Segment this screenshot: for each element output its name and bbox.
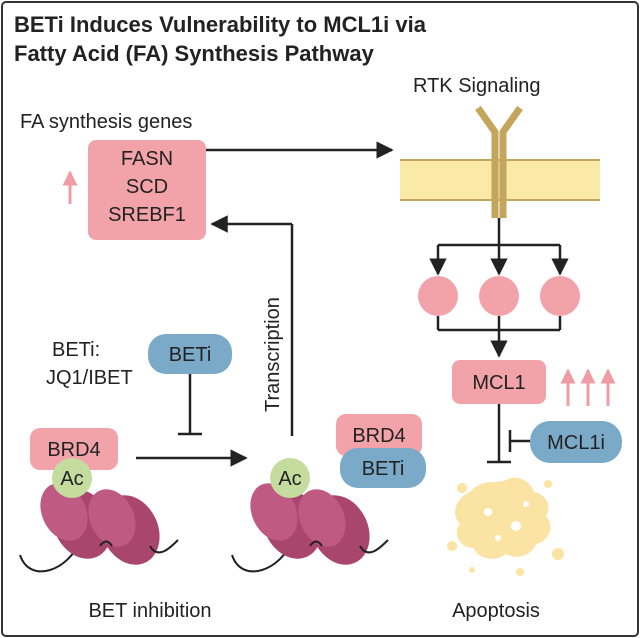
ac-left-circle bbox=[52, 458, 92, 498]
transcription-label: Transcription bbox=[262, 297, 284, 412]
ac-left-label: Ac bbox=[60, 468, 83, 490]
left-nucleosomes-icon bbox=[19, 483, 179, 573]
gene-srebf1: SREBF1 bbox=[108, 204, 186, 226]
signaling-node-1 bbox=[418, 276, 458, 316]
rtk-label: RTK Signaling bbox=[413, 75, 540, 97]
fa-genes-heading: FA synthesis genes bbox=[20, 111, 192, 133]
receptor-icon bbox=[475, 105, 523, 218]
signaling-branches bbox=[429, 218, 569, 276]
beti-bound-label: BETi bbox=[362, 458, 405, 480]
ac-right-label: Ac bbox=[278, 468, 301, 490]
right-nucleosomes-icon bbox=[231, 483, 389, 573]
gene-fasn: FASN bbox=[121, 148, 173, 170]
gene-scd: SCD bbox=[126, 176, 168, 198]
signaling-node-3 bbox=[540, 276, 580, 316]
bet-inhibition-label: BET inhibition bbox=[88, 600, 211, 622]
beti-bound-box bbox=[340, 448, 426, 488]
title-line-1: BETi Induces Vulnerability to MCL1i via bbox=[14, 12, 427, 37]
brd4-left-label: BRD4 bbox=[47, 439, 100, 461]
mcl1-upregulation-icon bbox=[560, 368, 616, 406]
beti-box-label: BETi bbox=[169, 344, 212, 366]
mcl1i-box bbox=[530, 421, 622, 463]
beti-label-line-2: JQ1/IBET bbox=[46, 367, 133, 389]
title-line-2: Fatty Acid (FA) Synthesis Pathway bbox=[14, 41, 375, 66]
brd4-right-box bbox=[336, 414, 422, 456]
brd4-right-label: BRD4 bbox=[352, 425, 405, 447]
beti-label-line-1: BETi: bbox=[52, 339, 100, 361]
beti-box bbox=[148, 334, 232, 374]
ac-right-circle bbox=[270, 458, 310, 498]
apoptosis-label: Apoptosis bbox=[452, 600, 540, 622]
signaling-node-2 bbox=[479, 276, 519, 316]
mcl1-box bbox=[452, 360, 546, 404]
signaling-merge bbox=[436, 316, 562, 358]
mcl1-label: MCL1 bbox=[472, 372, 525, 394]
apoptotic-cell-icon bbox=[447, 477, 564, 576]
brd4-left-box bbox=[30, 428, 118, 470]
fa-genes-box bbox=[88, 140, 206, 240]
mcl1i-label: MCL1i bbox=[547, 432, 605, 454]
